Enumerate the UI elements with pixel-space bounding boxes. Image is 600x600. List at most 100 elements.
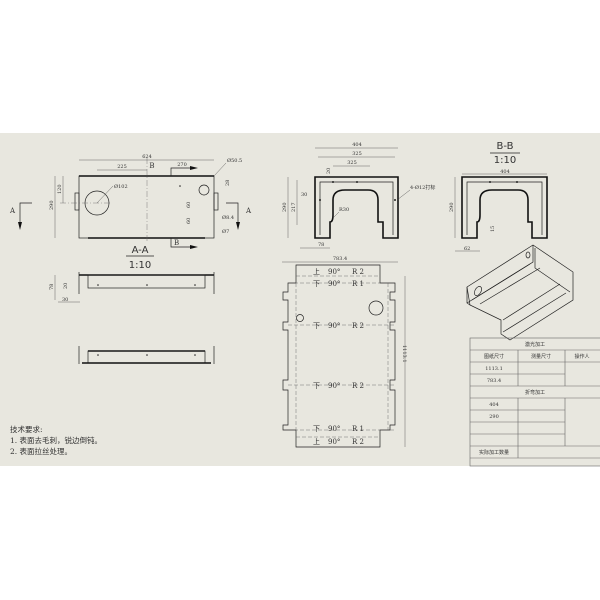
hole xyxy=(146,354,148,356)
hole xyxy=(97,284,99,286)
note-item: 1. 表面去毛刺，锐边倒钝。 xyxy=(10,435,102,445)
col-operator: 操作人 xyxy=(574,353,589,360)
hole xyxy=(516,181,518,183)
iso-outline xyxy=(466,244,574,341)
hole xyxy=(394,199,396,201)
dim-flat-height: 1113.1 xyxy=(401,345,407,363)
dim-inner1: 325 xyxy=(352,151,362,157)
dim-d2: 60 xyxy=(186,202,192,208)
iso-flange xyxy=(471,263,567,333)
bend-row: 290 xyxy=(489,414,499,420)
hole xyxy=(146,284,148,286)
side-view-bottom xyxy=(78,346,215,364)
view-aa: 624 225 B 270 Ø50.5 Ø102 290 120 28 60 6… xyxy=(9,154,252,271)
dim-d1: 28 xyxy=(225,180,231,186)
bend-dir: 上 xyxy=(313,437,320,446)
bend-dir: 下 xyxy=(313,382,320,390)
arrow-icon xyxy=(190,166,198,170)
dim-foot: 78 xyxy=(318,242,324,248)
hole xyxy=(194,354,196,356)
hole xyxy=(97,354,99,356)
isometric-view xyxy=(466,244,574,341)
dim-a: 20 xyxy=(63,283,69,289)
bend-dir: 下 xyxy=(313,280,320,288)
dim-right-offset: 270 xyxy=(177,162,187,168)
table-footer: 实际加工数量 xyxy=(479,449,509,456)
pilot-hole xyxy=(179,185,181,187)
small-hole xyxy=(198,184,210,196)
leader xyxy=(396,189,411,201)
dim-top: 20 xyxy=(326,168,332,174)
dim-d3: 60 xyxy=(186,218,192,224)
laser-row: 1113.1 xyxy=(485,366,503,372)
side-view-top: 78 20 30 xyxy=(49,272,215,303)
hole-note: 4-Ø12打标 xyxy=(410,184,435,191)
bend-radius: R 2 xyxy=(352,322,364,330)
bend-angle: 90° xyxy=(328,425,340,433)
bend-labels: 上 90° R 2 下 90° R 1 下 90° R 2 下 90° R 2 … xyxy=(313,267,364,446)
hole xyxy=(489,181,491,183)
note-item: 2. 表面拉丝处理。 xyxy=(10,446,72,456)
view-scale: 1:10 xyxy=(494,155,516,166)
dim-big-hole: Ø102 xyxy=(114,183,128,190)
iso-side xyxy=(534,248,571,293)
hole xyxy=(319,199,321,201)
cut-mark-b-bottom: B xyxy=(174,239,179,247)
bend-dir: 下 xyxy=(313,322,320,330)
col-drawing: 图纸尺寸 xyxy=(484,353,504,360)
flat-pattern: 上 90° R 2 下 90° R 1 下 90° R 2 下 90° R 2 … xyxy=(282,256,407,448)
dim-width: 404 xyxy=(352,142,362,148)
bend-radius: R 2 xyxy=(352,438,364,446)
arrow-icon xyxy=(18,222,22,230)
section-line-left xyxy=(19,202,32,228)
dim-inner2: 325 xyxy=(347,160,357,166)
bend-angle: 90° xyxy=(328,438,340,446)
dim-height: 290 xyxy=(49,200,55,210)
dim-hole-84: Ø8.4 xyxy=(222,214,234,221)
bend-radius: R 1 xyxy=(352,280,364,288)
dim-b: 30 xyxy=(62,297,68,303)
dim-width: 404 xyxy=(500,169,510,175)
leader xyxy=(332,211,340,219)
bend-radius: R 2 xyxy=(352,268,364,276)
flat-small-hole xyxy=(296,314,304,322)
bend-angle: 90° xyxy=(328,322,340,330)
u-profile xyxy=(314,176,399,239)
notes-title: 技术要求: xyxy=(10,424,43,434)
u-profile xyxy=(461,176,548,239)
view-title: A-A xyxy=(132,245,149,256)
dim-h: 78 xyxy=(49,284,55,290)
front-view: 404 325 325 20 30 290 217 R30 78 4-Ø12打标 xyxy=(282,142,435,249)
bend-header: 折弯加工 xyxy=(525,389,545,396)
bend-angle: 90° xyxy=(328,280,340,288)
cut-mark-b-top: B xyxy=(149,162,154,170)
dim-inner-h: 217 xyxy=(291,202,297,212)
view-bb: B-B 1:10 404 290 15 62 xyxy=(449,141,548,252)
hole xyxy=(356,181,358,183)
section-mark-a-left: A xyxy=(9,207,16,215)
iso-hole xyxy=(525,251,531,259)
dim-half-height: 120 xyxy=(57,184,63,194)
dim-left: 30 xyxy=(301,192,307,198)
flat-big-hole xyxy=(368,300,384,316)
col-measured: 测量尺寸 xyxy=(531,353,551,360)
hole xyxy=(194,284,196,286)
arrow-icon xyxy=(236,222,240,230)
side-body xyxy=(87,274,206,289)
bend-radius: R 1 xyxy=(352,425,364,433)
laser-row: 783.4 xyxy=(487,378,501,384)
dim-hole-7: Ø7 xyxy=(222,228,229,235)
hole xyxy=(332,181,334,183)
dim-width: 624 xyxy=(142,154,152,160)
cut-line-bottom xyxy=(170,238,196,248)
bend-dir: 上 xyxy=(313,267,320,276)
section-mark-a-right: A xyxy=(245,207,252,215)
left-tab xyxy=(74,192,80,211)
dim-flat-width: 783.4 xyxy=(333,256,347,262)
process-table: 激光加工 图纸尺寸 测量尺寸 操作人 1113.1 783.4 折弯加工 404… xyxy=(469,337,600,467)
bend-dir: 下 xyxy=(313,425,320,433)
right-tab xyxy=(213,192,219,211)
view-scale: 1:10 xyxy=(129,260,151,271)
dim-radius: R30 xyxy=(339,207,349,213)
